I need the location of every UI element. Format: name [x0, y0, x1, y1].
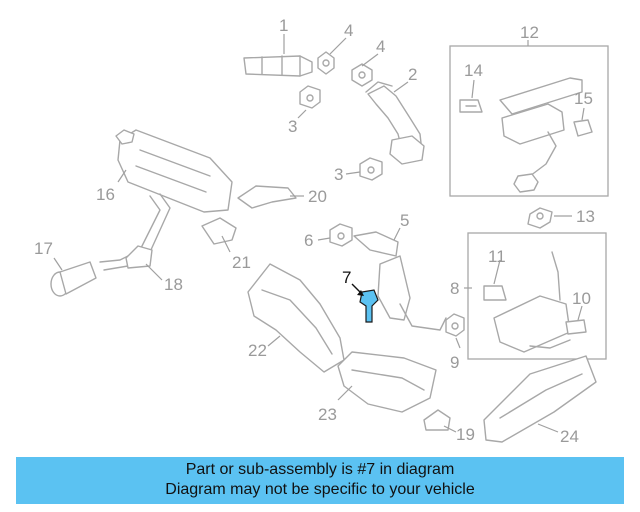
- callout-11: 11: [488, 247, 506, 266]
- callout-17: 17: [34, 239, 53, 258]
- part-6-gasket[interactable]: [329, 223, 353, 247]
- part-9-gasket[interactable]: [445, 313, 465, 337]
- callout-4-b: 4: [376, 37, 385, 56]
- part-24-heat-shield[interactable]: [483, 355, 597, 443]
- callout-22: 22: [248, 341, 267, 360]
- part-16-muffler-assembly[interactable]: [99, 129, 233, 271]
- part-15-hanger[interactable]: [573, 119, 593, 137]
- callout-14: 14: [464, 61, 483, 80]
- callout-19: 19: [456, 425, 475, 444]
- part-20-hose[interactable]: [237, 185, 297, 209]
- banner-line-disclaimer: Diagram may not be specific to your vehi…: [165, 481, 475, 498]
- part-7-bracket[interactable]: [359, 289, 379, 323]
- info-banner: Part or sub-assembly is #7 in diagram Di…: [16, 457, 624, 504]
- part-19-hanger[interactable]: [423, 409, 451, 431]
- callout-23: 23: [318, 405, 337, 424]
- part-4-gasket-a[interactable]: [317, 51, 335, 75]
- callout-20: 20: [308, 187, 327, 206]
- part-3-gasket-b[interactable]: [359, 157, 383, 181]
- callout-5: 5: [400, 211, 409, 230]
- callout-3-a: 3: [288, 117, 297, 136]
- callout-24: 24: [560, 427, 579, 446]
- callout-8: 8: [450, 279, 459, 298]
- part-23-heat-shield[interactable]: [337, 351, 437, 413]
- part-10-hanger[interactable]: [565, 319, 587, 335]
- callout-7: 7: [342, 268, 351, 287]
- callout-9: 9: [450, 353, 459, 372]
- part-3-gasket-a[interactable]: [299, 85, 321, 109]
- part-12-rear-muffler[interactable]: [499, 77, 583, 193]
- callout-6: 6: [304, 231, 313, 250]
- callout-13: 13: [576, 207, 595, 226]
- group-box-8: [467, 232, 607, 360]
- leader-lines: [53, 34, 585, 433]
- callout-1: 1: [279, 16, 288, 35]
- part-11-hanger[interactable]: [483, 285, 507, 301]
- part-2-intermediate-pipe[interactable]: [365, 81, 425, 165]
- callout-15: 15: [574, 89, 593, 108]
- part-8-converter-assembly[interactable]: [493, 251, 571, 353]
- group-box-12: [449, 45, 609, 197]
- part-17-tail-tip[interactable]: [50, 261, 97, 297]
- part-14-hanger[interactable]: [459, 99, 483, 113]
- part-21-bracket[interactable]: [201, 217, 237, 245]
- banner-line-part-number: Part or sub-assembly is #7 in diagram: [185, 461, 455, 478]
- callout-12: 12: [520, 23, 539, 42]
- part-13-gasket[interactable]: [527, 207, 553, 229]
- callout-3-b: 3: [334, 165, 343, 184]
- part-4-gasket-b[interactable]: [351, 63, 373, 87]
- callout-16: 16: [96, 185, 115, 204]
- callout-18: 18: [164, 275, 183, 294]
- part-18-hanger[interactable]: [125, 245, 153, 269]
- callout-2: 2: [408, 65, 417, 84]
- callout-4-a: 4: [344, 21, 353, 40]
- callout-10: 10: [572, 289, 591, 308]
- part-1-front-pipe[interactable]: [243, 55, 313, 77]
- part-5-converter-pipe[interactable]: [353, 231, 447, 331]
- callout-21: 21: [232, 253, 251, 272]
